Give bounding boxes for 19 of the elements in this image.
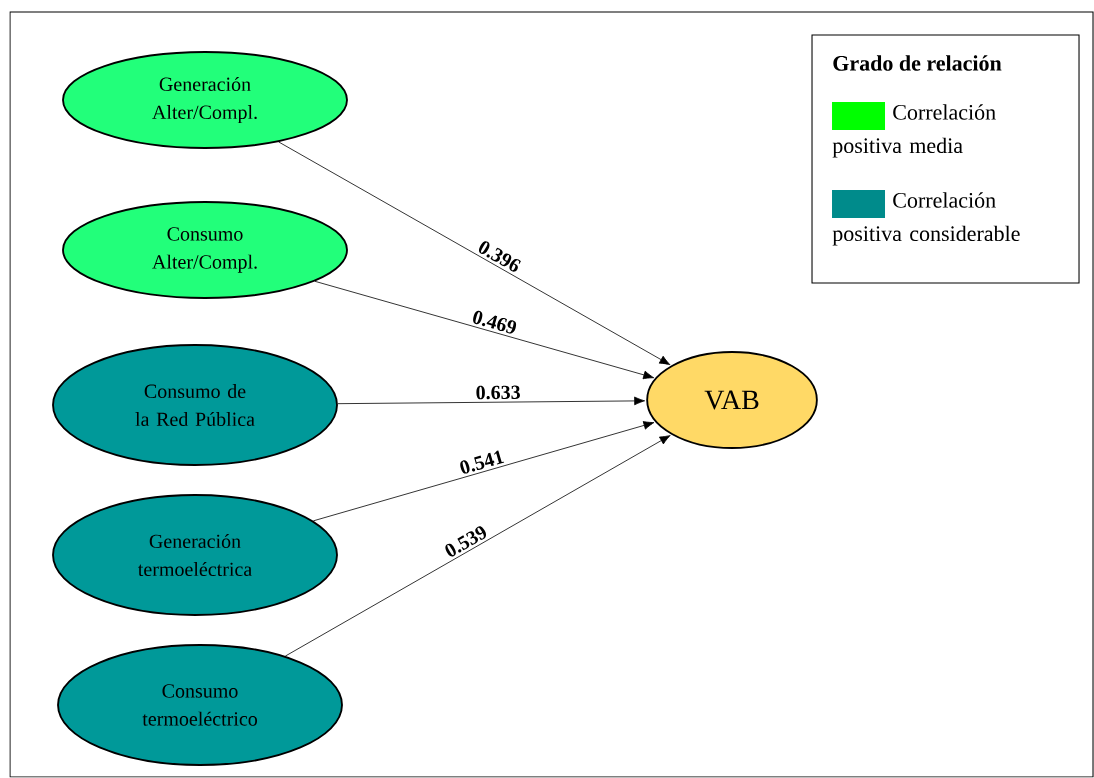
ellipse-node: Generación termoeléctrica xyxy=(52,494,338,616)
edge-label: 0.539 xyxy=(445,526,487,557)
ellipse-node: Consumo termoeléctrico xyxy=(57,644,343,766)
ellipse-node: Consumo de la Red Pública xyxy=(52,344,338,466)
legend-text: Correlación positiva media xyxy=(832,104,996,158)
edge-label: 0.541 xyxy=(460,450,505,474)
arrow xyxy=(314,280,655,380)
edge-label: 0.633 xyxy=(476,385,520,400)
ellipse-node: Generación Alter/Compl. xyxy=(62,51,348,149)
edge-label: 0.469 xyxy=(473,310,517,334)
arrow xyxy=(284,435,671,657)
ellipse-node: VAB xyxy=(646,351,818,449)
legend-title: Grado de relación xyxy=(833,55,1002,71)
ellipse-node: Consumo Alter/Compl. xyxy=(62,201,348,299)
arrow xyxy=(337,396,646,406)
arrow xyxy=(278,141,671,366)
arrow xyxy=(312,421,655,522)
legend-text: Correlación positiva considerable xyxy=(832,192,1020,246)
edge-label: 0.396 xyxy=(479,241,521,272)
